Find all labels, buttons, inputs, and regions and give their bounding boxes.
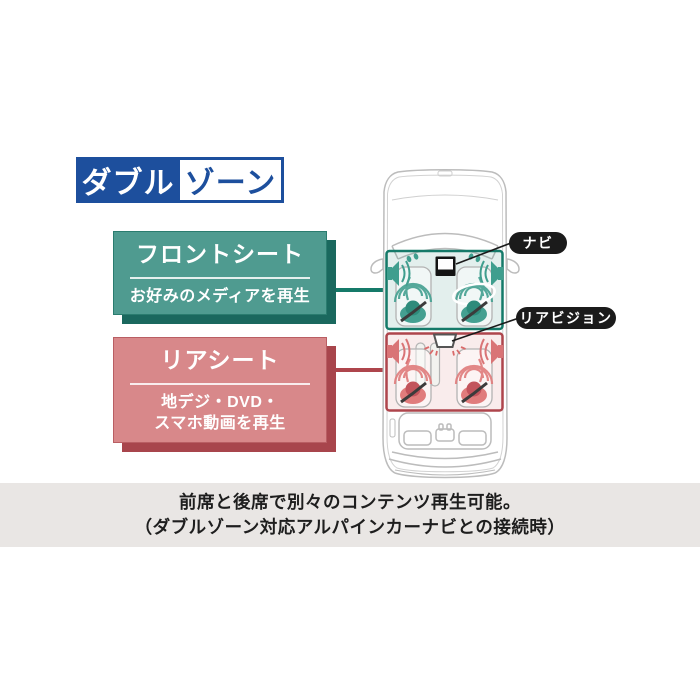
rear-bench-seat — [389, 412, 492, 450]
rear-left-passenger-figure — [400, 381, 427, 404]
rear-right-speaker-icon — [479, 338, 503, 365]
rear-seat-subtitle-line2: スマホ動画を再生 — [154, 415, 286, 432]
navi-callout-pill: ナビ — [509, 232, 567, 254]
front-seat-subtitle: お好みのメディアを再生 — [129, 288, 311, 305]
rear-seat-title: リアシート — [160, 347, 280, 373]
rear-sound-wave-arcs — [393, 358, 494, 385]
rear-zone-overlay — [385, 332, 504, 412]
rear-zone-connector-line — [330, 368, 388, 372]
logo-part-zone: ゾーン — [180, 157, 284, 203]
front-right-passenger-figure — [461, 300, 488, 323]
double-zone-logo: ダブル ゾーン — [76, 157, 284, 203]
callout-leader-lines — [451, 242, 520, 342]
front-zone-connector-line — [330, 288, 388, 292]
rear-vision-callout-pill: リアビジョン — [516, 307, 616, 329]
caption-line-2: （ダブルゾーン対応アルパインカーナビとの接続時） — [134, 517, 566, 537]
caption-band: 前席と後席で別々のコンテンツ再生可能。 （ダブルゾーン対応アルパインカーナビとの… — [0, 483, 700, 547]
rear-vision-callout-label: リアビジョン — [519, 310, 613, 326]
right-mirror — [506, 258, 520, 274]
logo-part-double: ダブル — [76, 157, 180, 203]
rear-right-passenger-figure — [461, 381, 488, 404]
navi-unit-icon — [435, 256, 456, 276]
rear-vision-monitor-icon — [424, 333, 466, 356]
rear-seat-divider — [130, 383, 310, 385]
front-seat-divider — [130, 277, 310, 279]
front-left-passenger-figure — [400, 300, 427, 323]
left-mirror — [370, 258, 384, 274]
rear-seat-subtitle-line1: 地デジ・DVD・ — [161, 394, 279, 411]
navi-callout-label: ナビ — [522, 235, 554, 251]
front-seat-box: フロントシート お好みのメディアを再生 — [113, 231, 327, 315]
front-zone-overlay — [385, 249, 504, 331]
caption-line-1: 前席と後席で別々のコンテンツ再生可能。 — [179, 492, 521, 512]
rear-left-speaker-icon — [387, 338, 411, 365]
rear-seat-box: リアシート 地デジ・DVD・ スマホ動画を再生 — [113, 337, 327, 443]
front-seat-title: フロントシート — [136, 241, 304, 267]
